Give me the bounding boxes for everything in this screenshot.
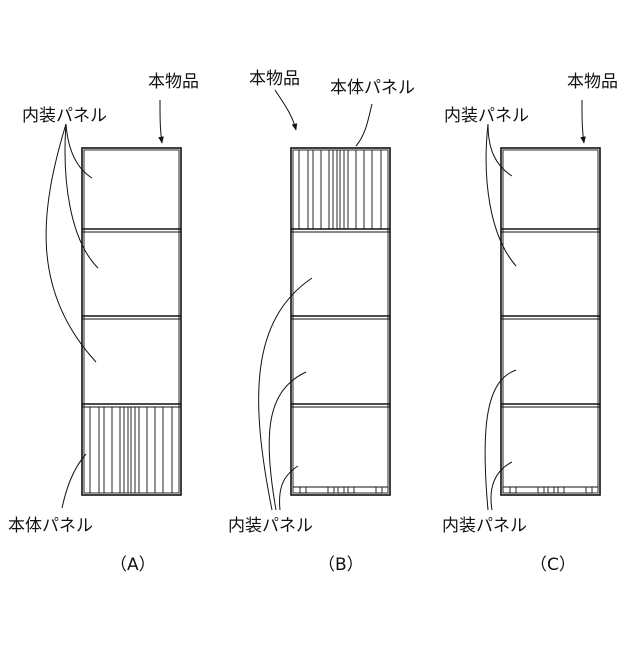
figure-a: 本物品 内装パネル 本体パネル （A） bbox=[8, 72, 199, 575]
caption-c: （C） bbox=[530, 555, 576, 575]
label-product-a: 本物品 bbox=[148, 72, 199, 92]
caption-b: （B） bbox=[318, 555, 364, 575]
label-body-panel-a: 本体パネル bbox=[8, 516, 93, 536]
figure-b: 本物品 本体パネル 内装パネル （B） bbox=[228, 69, 415, 575]
body-panel-b bbox=[299, 150, 381, 229]
label-product-c: 本物品 bbox=[567, 72, 618, 92]
label-interior-panel-c-bottom: 内装パネル bbox=[442, 516, 527, 536]
label-product-b: 本物品 bbox=[249, 69, 300, 89]
figure-c: 本物品 内装パネル 内装パネル （C） bbox=[442, 72, 618, 575]
cabinet-a-frame bbox=[82, 148, 181, 495]
label-body-panel-b: 本体パネル bbox=[330, 78, 415, 98]
base-feet-b bbox=[293, 487, 388, 493]
cabinet-b-frame bbox=[291, 148, 390, 495]
label-interior-panel-a: 内装パネル bbox=[22, 106, 107, 126]
body-panel-a bbox=[90, 407, 172, 493]
cabinet-c-frame bbox=[501, 148, 600, 495]
base-feet-c bbox=[503, 487, 598, 493]
caption-a: （A） bbox=[110, 555, 156, 575]
label-interior-panel-c-top: 内装パネル bbox=[444, 106, 529, 126]
label-interior-panel-b: 内装パネル bbox=[228, 516, 313, 536]
